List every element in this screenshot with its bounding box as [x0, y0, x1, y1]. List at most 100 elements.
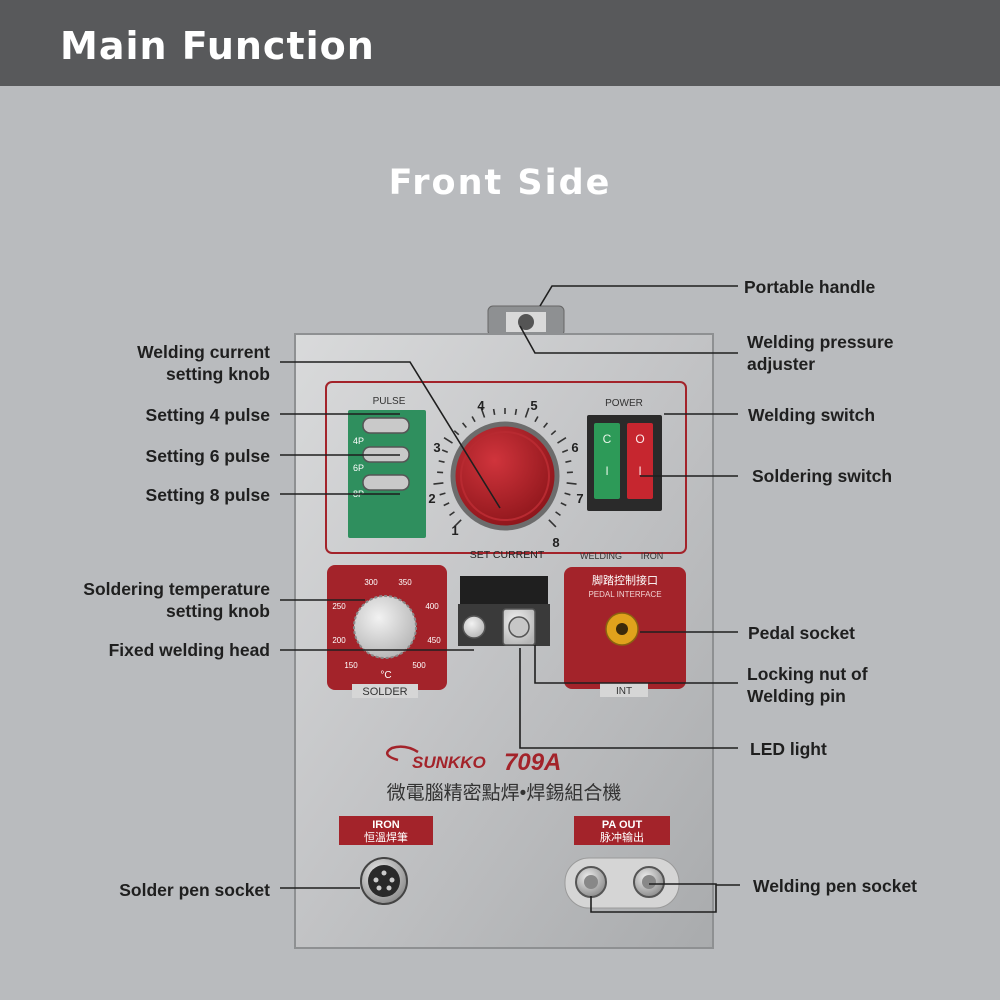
temp-350: 350: [398, 578, 412, 587]
pulse-8-button[interactable]: [362, 474, 410, 491]
callout-soldering-temperature-knob: Soldering temperature setting knob: [40, 578, 270, 622]
power-label: POWER: [605, 398, 643, 409]
pa-out-en-label: PA OUT: [602, 819, 643, 831]
temp-400: 400: [425, 602, 439, 611]
welding-switch[interactable]: [594, 423, 620, 499]
callout-line: Welding pressure: [747, 332, 894, 352]
dial-num-4: 4: [477, 398, 485, 413]
dial-tick: [492, 408, 496, 416]
callout-line: setting knob: [165, 601, 270, 621]
fixed-welding-head: [458, 576, 550, 646]
dial-num-3: 3: [433, 440, 440, 455]
model-number: 709A: [504, 749, 561, 776]
callout-welding-pen-socket: Welding pen socket: [753, 876, 918, 896]
dial-num-1: 1: [451, 523, 458, 538]
dial-tick: [471, 416, 476, 423]
solder-panel: 150 200 250 300 350 400 450 500 °C SOLDE…: [327, 565, 447, 698]
dial-num-8: 8: [552, 535, 559, 550]
dial-num-5: 5: [530, 398, 537, 413]
callout-line: Locking nut of: [747, 664, 868, 684]
dial-tick: [550, 430, 557, 436]
dial-tick: [449, 511, 455, 517]
power-panel: POWER C I O I WELDING IRON: [580, 398, 663, 561]
pa-out-cn-label: 脉冲输出: [600, 830, 644, 844]
temp-250: 250: [332, 602, 346, 611]
temp-200: 200: [332, 636, 346, 645]
soldering-temperature-knob[interactable]: [353, 595, 417, 659]
brand-name: SUNKKO: [412, 753, 486, 772]
callout-soldering-switch: Soldering switch: [752, 466, 893, 486]
dial-tick: [524, 407, 530, 418]
leader-lines: [280, 285, 740, 913]
dial-tick: [543, 422, 549, 429]
iron-en-label: IRON: [372, 819, 400, 831]
dial-tick: [555, 511, 561, 517]
section-title: Front Side: [388, 163, 612, 203]
dial-tick: [441, 449, 449, 454]
solder-label: SOLDER: [362, 686, 407, 698]
dial-tick: [557, 437, 567, 444]
callout-solder-pen-socket: Solder pen socket: [119, 880, 270, 900]
welding-label: WELDING: [580, 551, 622, 561]
dial-tick: [443, 437, 453, 444]
welding-current-dial: 1 2 3 4 5 6 7 8 SET CURRENT: [428, 398, 583, 561]
callout-pedal-socket: Pedal socket: [748, 623, 855, 643]
callout-line: adjuster: [747, 354, 816, 374]
dial-num-7: 7: [576, 491, 583, 506]
callout-welding-switch: Welding switch: [748, 405, 876, 425]
callout-pulse-4: Setting 4 pulse: [145, 405, 270, 425]
callout-fixed-welding-head: Fixed welding head: [108, 640, 270, 660]
soldering-switch-on-symbol: I: [638, 464, 641, 478]
title-bar: Main Function: [0, 0, 1000, 86]
callout-welding-current-knob: Welding current setting knob: [80, 341, 270, 385]
temp-unit: °C: [380, 670, 391, 681]
brand-block: SUNKKO 709A 微電腦精密點焊•焊錫組合機: [385, 745, 622, 804]
dial-tick: [480, 407, 486, 418]
pulse-4-button[interactable]: [362, 417, 410, 434]
dial-tick: [564, 492, 571, 496]
dial-tick: [514, 408, 518, 416]
welding-switch-on-symbol: I: [605, 464, 608, 478]
product-description: 微電腦精密點焊•焊錫組合機: [387, 782, 622, 804]
dial-tick: [439, 492, 446, 496]
temp-300: 300: [364, 578, 378, 587]
soldering-switch[interactable]: [627, 423, 653, 499]
dial-tick: [548, 519, 557, 528]
callout-pulse-6: Setting 6 pulse: [145, 446, 270, 466]
temp-500: 500: [412, 661, 426, 670]
welding-current-knob[interactable]: [450, 421, 560, 531]
iron-cn-label: 恒溫焊筆: [364, 830, 408, 844]
dial-tick: [461, 422, 467, 429]
dial-num-6: 6: [571, 440, 578, 455]
pulse-6-label: 6P: [353, 463, 364, 473]
dial-tick: [453, 430, 460, 436]
callout-welding-pressure-adjuster: Welding pressure adjuster: [747, 331, 977, 375]
dial-tick: [443, 502, 450, 507]
temp-450: 450: [427, 636, 441, 645]
pulse-panel: PULSE 4P 6P 8P: [348, 396, 426, 538]
pa-out-block: PA OUT 脉冲输出: [564, 816, 680, 909]
portable-handle: [487, 305, 565, 337]
iron-socket-block: IRON 恒溫焊筆: [339, 816, 433, 905]
dial-tick: [560, 502, 567, 507]
iron-label: IRON: [641, 551, 664, 561]
callout-pulse-8: Setting 8 pulse: [145, 485, 270, 505]
dial-tick: [561, 449, 569, 454]
callout-line: Welding pin: [747, 686, 846, 706]
dial-tick: [438, 460, 445, 463]
callout-portable-handle: Portable handle: [744, 277, 876, 297]
soldering-switch-off-symbol: O: [635, 432, 644, 446]
pedal-cn-label: 脚踏控制接口: [592, 573, 658, 587]
callout-line: Soldering temperature: [83, 579, 270, 599]
temp-150: 150: [344, 661, 358, 670]
pedal-en-label: PEDAL INTERFACE: [588, 590, 661, 599]
callout-locking-nut: Locking nut of Welding pin: [747, 663, 977, 707]
callout-line: Welding current: [137, 342, 270, 362]
welding-switch-off-symbol: C: [603, 432, 612, 446]
pedal-panel: 脚踏控制接口 PEDAL INTERFACE INT: [564, 567, 686, 697]
current-dial-ticks: [433, 407, 577, 528]
int-label: INT: [616, 686, 632, 697]
dial-tick: [453, 519, 462, 528]
callout-line: setting knob: [165, 364, 270, 384]
